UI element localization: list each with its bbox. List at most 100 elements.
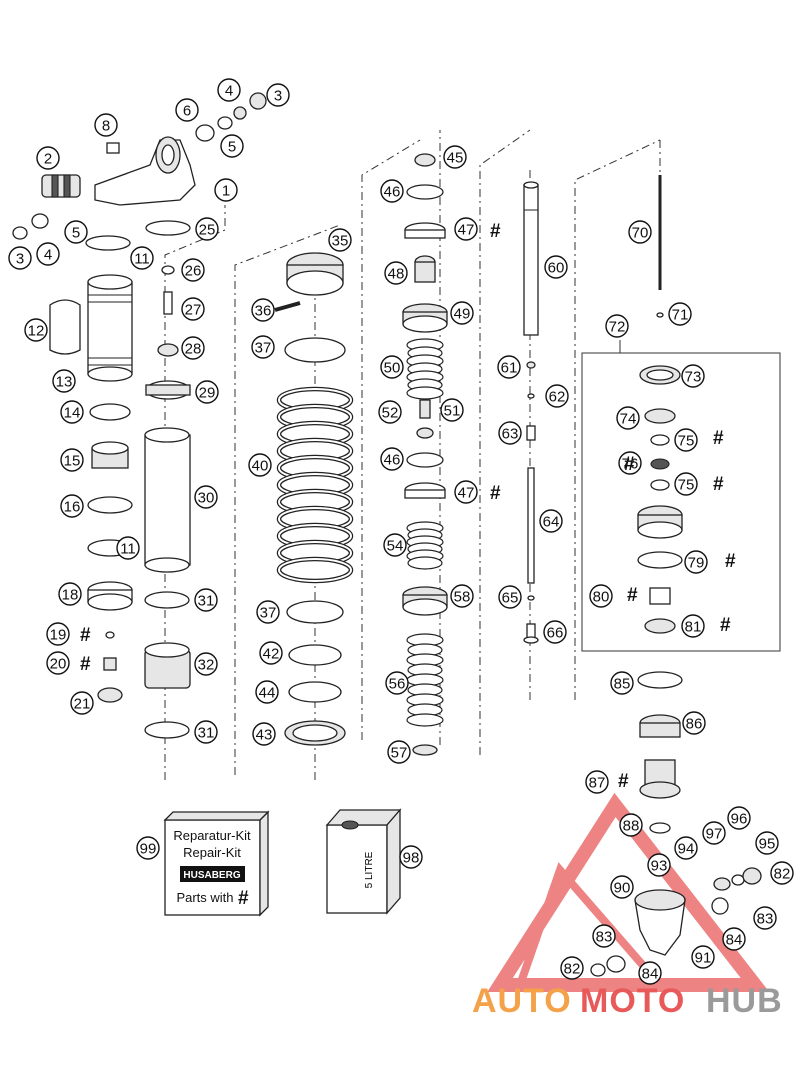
callout-label: 19: [50, 627, 67, 644]
callout-13: 13: [52, 369, 76, 393]
callout-label: 29: [199, 385, 216, 402]
callout-72: 72: [605, 314, 629, 338]
repair-kit-box: Reparatur-Kit Repair-Kit HUSABERG Parts …: [163, 810, 270, 917]
callout-81: 81: [681, 614, 705, 638]
callout-4: 4: [36, 242, 60, 266]
callout-label: 64: [543, 514, 560, 531]
callout-96: 96: [727, 806, 751, 830]
shim-stack-upper: [406, 338, 444, 400]
callout-4: 4: [217, 78, 241, 102]
oil-can-label: 5 LITRE: [364, 851, 375, 888]
callout-40: 40: [248, 453, 272, 477]
callout-14: 14: [60, 400, 84, 424]
callout-74: 74: [616, 406, 640, 430]
callout-label: 32: [198, 657, 215, 674]
callout-label: 27: [185, 302, 202, 319]
callout-15: 15: [60, 448, 84, 472]
callout-16: 16: [60, 494, 84, 518]
watermark-part3: HUB: [706, 982, 783, 1020]
callout-73: 73: [681, 364, 705, 388]
callout-63: 63: [498, 421, 522, 445]
callout-71: 71: [668, 302, 692, 326]
callout-label: 12: [28, 323, 45, 340]
callout-label: 3: [16, 251, 24, 268]
lower-seals-col2: [144, 591, 191, 739]
callout-45: 45: [443, 145, 467, 169]
hash-mark: #: [713, 428, 724, 449]
callout-label: 80: [593, 589, 610, 606]
callout-20: 20: [46, 651, 70, 675]
callout-label: 62: [549, 389, 566, 406]
callout-37: 37: [256, 600, 280, 624]
callout-label: 5: [228, 139, 236, 156]
callout-62: 62: [545, 384, 569, 408]
callout-64: 64: [539, 509, 563, 533]
top-eye-mount: [94, 136, 196, 206]
callout-label: 8: [102, 118, 110, 135]
callout-18: 18: [58, 582, 82, 606]
callout-label: 82: [564, 961, 581, 978]
callout-12: 12: [24, 318, 48, 342]
watermark-part2: MOTO: [580, 982, 685, 1020]
washer-57: [412, 744, 438, 756]
callout-label: 47: [458, 222, 475, 239]
callout-52: 52: [378, 400, 402, 424]
callout-label: 82: [774, 866, 791, 883]
coil-spring: [276, 386, 354, 584]
callout-94: 94: [674, 836, 698, 860]
callout-2: 2: [36, 146, 60, 170]
callout-19: 19: [46, 622, 70, 646]
callout-label: 37: [260, 605, 277, 622]
callout-46: 46: [380, 179, 404, 203]
callout-label: 95: [759, 836, 776, 853]
callout-label: 44: [259, 685, 276, 702]
left-stack-parts: [87, 403, 133, 703]
needle-rod: [656, 175, 664, 318]
callout-label: 18: [62, 587, 79, 604]
callout-label: 1: [222, 183, 230, 200]
callout-80: 80: [589, 584, 613, 608]
callout-label: 94: [678, 841, 695, 858]
callout-label: 15: [64, 453, 81, 470]
callout-61: 61: [497, 355, 521, 379]
callout-6: 6: [175, 98, 199, 122]
callout-88: 88: [619, 813, 643, 837]
callout-label: 97: [706, 826, 723, 843]
callout-label: 76: [622, 456, 639, 473]
callout-51: 51: [440, 398, 464, 422]
hash-mark: #: [624, 454, 635, 475]
reservoir-seals: [85, 220, 191, 251]
callout-82: 82: [560, 956, 584, 980]
callout-54: 54: [383, 533, 407, 557]
callout-label: 83: [757, 911, 774, 928]
callout-label: 6: [183, 103, 191, 120]
callout-label: 58: [454, 589, 471, 606]
callout-label: 31: [198, 593, 215, 610]
callout-11: 11: [130, 246, 154, 270]
kit-72-parts: [637, 365, 683, 634]
hash-layer: ###########: [80, 221, 736, 792]
damper-body: [144, 427, 191, 573]
callout-11: 11: [116, 536, 140, 560]
callout-label: 81: [685, 619, 702, 636]
valve-stack: [402, 153, 448, 333]
callout-label: 63: [502, 426, 519, 443]
callout-label: 83: [596, 929, 613, 946]
callout-28: 28: [181, 336, 205, 360]
callout-label: 30: [198, 490, 215, 507]
hash-mark: #: [725, 551, 736, 572]
callout-label: 86: [686, 716, 703, 733]
callout-47: 47: [454, 217, 478, 241]
callout-label: 2: [44, 151, 52, 168]
callout-5: 5: [220, 134, 244, 158]
callout-label: 4: [225, 83, 233, 100]
callout-label: 40: [252, 458, 269, 475]
callout-label: 74: [620, 411, 637, 428]
callout-label: 54: [387, 538, 404, 555]
callout-95: 95: [755, 831, 779, 855]
callout-27: 27: [181, 297, 205, 321]
callout-label: 37: [255, 340, 272, 357]
callout-48: 48: [384, 261, 408, 285]
kit-box-72: [581, 340, 781, 652]
